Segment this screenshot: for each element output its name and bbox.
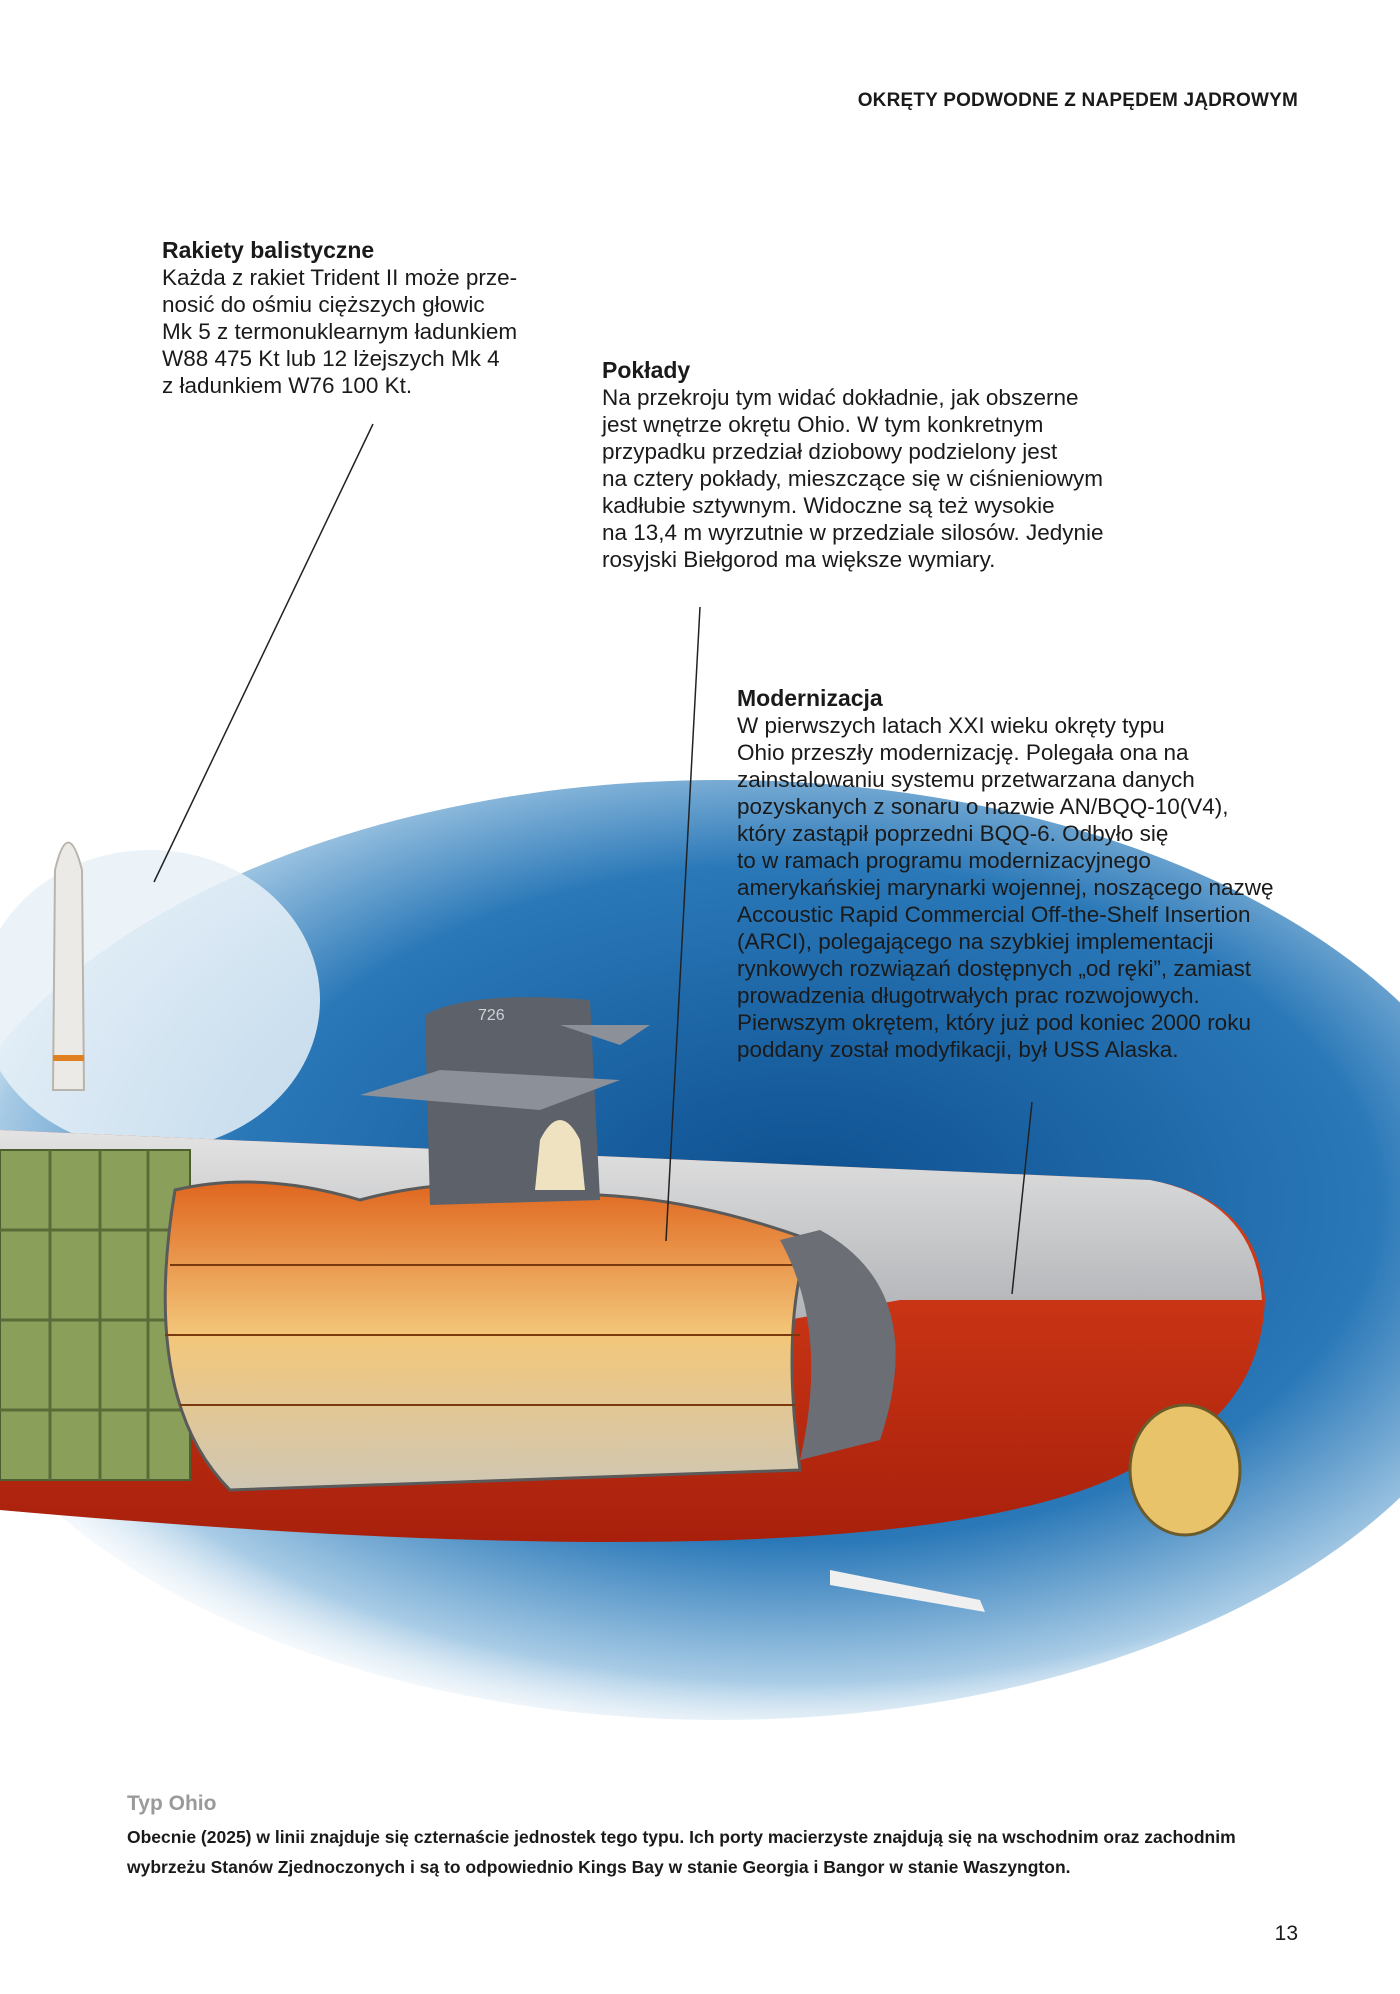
callout-decks: Pokłady Na przekroju tym widać dokładnie… xyxy=(602,356,1104,573)
callout-line: Accoustic Rapid Commercial Off-the-Shelf… xyxy=(737,902,1251,927)
caption-line: Obecnie (2025) w linii znajduje się czte… xyxy=(127,1827,1236,1847)
caption-title: Typ Ohio xyxy=(127,1792,217,1815)
callout-modernization: Modernizacja W pierwszych latach XXI wie… xyxy=(737,684,1274,1063)
callout-line: W88 475 Kt lub 12 lżejszych Mk 4 xyxy=(162,346,500,371)
callout-title: Rakiety balistyczne xyxy=(162,237,375,263)
hull-number: 726 xyxy=(478,1007,505,1024)
callout-line: rynkowych rozwiązań dostępnych „od ręki”… xyxy=(737,956,1251,981)
callout-line: W pierwszych latach XXI wieku okręty typ… xyxy=(737,713,1165,738)
callout-line: Pierwszym okrętem, który już pod koniec … xyxy=(737,1010,1251,1035)
callout-line: Na przekroju tym widać dokładnie, jak ob… xyxy=(602,385,1079,410)
callout-line: na 13,4 m wyrzutnie w przedziale silosów… xyxy=(602,520,1104,545)
callout-line: nosić do ośmiu cięższych głowic xyxy=(162,292,485,317)
callout-title: Pokłady xyxy=(602,357,691,383)
callout-line: Ohio przeszły modernizację. Polegała ona… xyxy=(737,740,1189,765)
callout-line: przypadku przedział dziobowy podzielony … xyxy=(602,439,1058,464)
callout-line: pozyskanych z sonaru o nazwie AN/BQQ-10(… xyxy=(737,794,1229,819)
callout-line: kadłubie sztywnym. Widoczne są też wysok… xyxy=(602,493,1055,518)
callout-line: jest wnętrze okrętu Ohio. W tym konkretn… xyxy=(602,412,1044,437)
callout-line: Mk 5 z termonuklearnym ładunkiem xyxy=(162,319,518,344)
callout-ballistic-missiles: Rakiety balistyczne Każda z rakiet Tride… xyxy=(162,236,517,399)
callout-line: na cztery pokłady, mieszczące się w ciśn… xyxy=(602,466,1104,491)
callout-line: który zastąpił poprzedni BQQ-6. Odbyło s… xyxy=(737,821,1169,846)
caption-line: wybrzeżu Stanów Zjednoczonych i są to od… xyxy=(127,1857,1071,1877)
callout-line: zainstalowaniu systemu przetwarzana dany… xyxy=(737,767,1195,792)
callout-line: z ładunkiem W76 100 Kt. xyxy=(162,373,413,398)
figure-caption: Typ Ohio Obecnie (2025) w linii znajduje… xyxy=(127,1792,1236,1882)
page-number: 13 xyxy=(1274,1922,1298,1945)
running-header: OKRĘTY PODWODNE Z NAPĘDEM JĄDROWYM xyxy=(857,90,1298,111)
callout-line: (ARCI), polegającego na szybkiej impleme… xyxy=(737,929,1214,954)
callout-line: poddany został modyfikacji, był USS Alas… xyxy=(737,1037,1179,1062)
callout-line: rosyjski Biełgorod ma większe wymiary. xyxy=(602,547,996,572)
callout-line: amerykańskiej marynarki wojennej, nosząc… xyxy=(737,875,1274,900)
callout-line: Każda z rakiet Trident II może prze- xyxy=(162,265,518,290)
callout-line: to w ramach programu modernizacyjnego xyxy=(737,848,1151,873)
callout-line: prowadzenia długotrwałych prac rozwojowy… xyxy=(737,983,1200,1008)
callout-title: Modernizacja xyxy=(737,685,883,711)
